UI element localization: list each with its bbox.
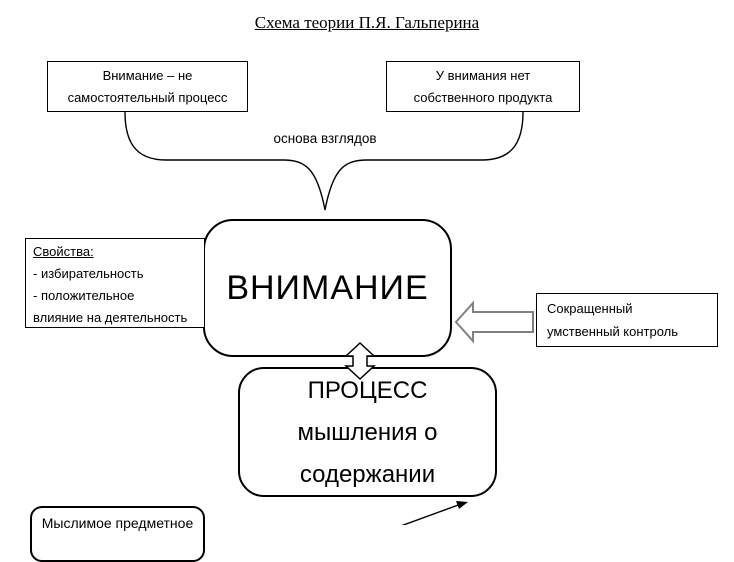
curly-brace-down-icon <box>124 111 524 211</box>
box-line: Сокращенный <box>547 301 633 316</box>
node-attention: ВНИМАНИЕ <box>203 219 452 357</box>
box-line: Внимание – не <box>102 68 193 83</box>
page-title: Схема теории П.Я. Гальперина <box>0 13 734 33</box>
box-line: содержании <box>299 461 436 488</box>
box-line: Мыслимое предметное <box>41 515 194 531</box>
box-attention-not-independent: Внимание – не самостоятельный процесс <box>47 61 248 112</box>
block-arrow-left-icon <box>454 300 534 344</box>
node-thinking-process: ПРОЦЕСС мышления о содержании <box>238 367 497 497</box>
line-arrowhead-icon <box>456 501 468 509</box>
box-thought-content: Мыслимое предметное <box>30 506 205 562</box>
box-line: ПРОЦЕСС <box>307 377 428 404</box>
box-mental-control: Сокращенный умственный контроль <box>536 293 718 347</box>
box-line: самостоятельный процесс <box>67 90 228 105</box>
box-properties: Свойства: - избирательность - положитель… <box>25 238 205 328</box>
box-line: умственный контроль <box>547 324 679 339</box>
properties-item: - положительное <box>33 288 135 303</box>
box-line: мышления о <box>297 419 438 446</box>
properties-heading: Свойства: <box>33 244 94 259</box>
properties-item: - избирательность <box>33 266 144 281</box>
node-attention-label: ВНИМАНИЕ <box>226 268 429 307</box>
page-title-text: Схема теории П.Я. Гальперина <box>254 13 480 32</box>
box-no-own-product: У внимания нет собственного продукта <box>386 61 580 112</box>
properties-item: влияние на деятельность <box>33 310 188 325</box>
brace-caption: основа взглядов <box>273 131 377 146</box>
line-arrow-up-right-icon <box>401 503 462 525</box>
box-line: У внимания нет <box>435 68 531 83</box>
box-line: собственного продукта <box>413 90 553 105</box>
